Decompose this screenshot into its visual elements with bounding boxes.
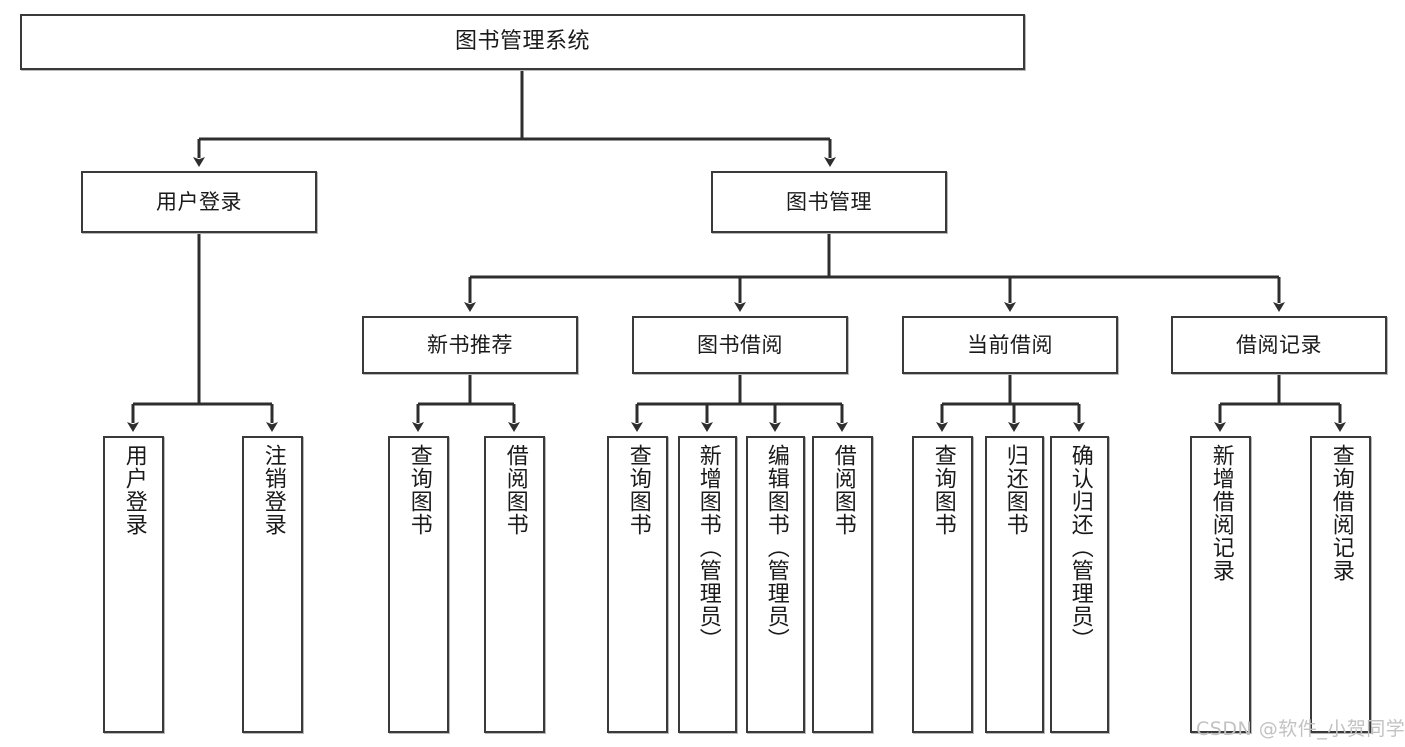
node-book-borrow[interactable]: 图书借阅: [632, 316, 848, 374]
leaf-confirm-return-admin[interactable]: 确认归还（管理员）: [1050, 436, 1109, 733]
node-root[interactable]: 图书管理系统: [20, 14, 1025, 70]
leaf-query-book-new-label: 查询图书: [406, 444, 432, 536]
node-user-login-label: 用户登录: [156, 189, 242, 214]
node-current-borrow[interactable]: 当前借阅: [902, 316, 1118, 374]
leaf-borrow-book-new[interactable]: 借阅图书: [484, 436, 545, 733]
leaf-confirm-return-admin-label: 确认归还（管理员）: [1067, 444, 1093, 651]
leaf-add-book-admin-label: 新增图书（管理员）: [695, 444, 721, 651]
leaf-add-book-admin[interactable]: 新增图书（管理员）: [678, 436, 737, 733]
leaf-query-book-current-label: 查询图书: [930, 444, 956, 536]
leaf-query-borrow-record-label: 查询借阅记录: [1328, 444, 1354, 582]
node-current-borrow-label: 当前借阅: [967, 332, 1053, 357]
leaf-query-book-new[interactable]: 查询图书: [388, 436, 449, 733]
leaf-borrow-book[interactable]: 借阅图书: [812, 436, 873, 733]
leaf-return-book-label: 归还图书: [1002, 444, 1028, 536]
leaf-user-login[interactable]: 用户登录: [103, 436, 164, 733]
node-book-borrow-label: 图书借阅: [697, 332, 783, 357]
leaf-user-logout[interactable]: 注销登录: [242, 436, 303, 733]
node-user-login[interactable]: 用户登录: [81, 171, 317, 233]
leaf-user-login-label: 用户登录: [121, 444, 147, 536]
csdn-watermark: CSDN @软件_小贺同学: [1196, 718, 1405, 740]
leaf-edit-book-admin-label: 编辑图书（管理员）: [763, 444, 789, 651]
node-book-manage-label: 图书管理: [786, 189, 872, 214]
leaf-add-borrow-record-label: 新增借阅记录: [1208, 444, 1234, 582]
leaf-query-book-borrow-label: 查询图书: [625, 444, 651, 536]
node-new-book-recommend[interactable]: 新书推荐: [362, 316, 578, 374]
leaf-query-book-current[interactable]: 查询图书: [912, 436, 973, 733]
leaf-add-borrow-record[interactable]: 新增借阅记录: [1190, 436, 1251, 733]
leaf-borrow-book-label: 借阅图书: [830, 444, 856, 536]
node-borrow-record-label: 借阅记录: [1236, 332, 1322, 357]
node-borrow-record[interactable]: 借阅记录: [1171, 316, 1387, 374]
leaf-edit-book-admin[interactable]: 编辑图书（管理员）: [746, 436, 805, 733]
leaf-return-book[interactable]: 归还图书: [985, 436, 1044, 733]
node-root-label: 图书管理系统: [454, 29, 590, 55]
leaf-borrow-book-new-label: 借阅图书: [502, 444, 528, 536]
node-new-book-recommend-label: 新书推荐: [427, 332, 513, 357]
leaf-user-logout-label: 注销登录: [260, 444, 286, 536]
leaf-query-book-borrow[interactable]: 查询图书: [607, 436, 668, 733]
node-book-manage[interactable]: 图书管理: [711, 171, 947, 233]
leaf-query-borrow-record[interactable]: 查询借阅记录: [1310, 436, 1371, 733]
